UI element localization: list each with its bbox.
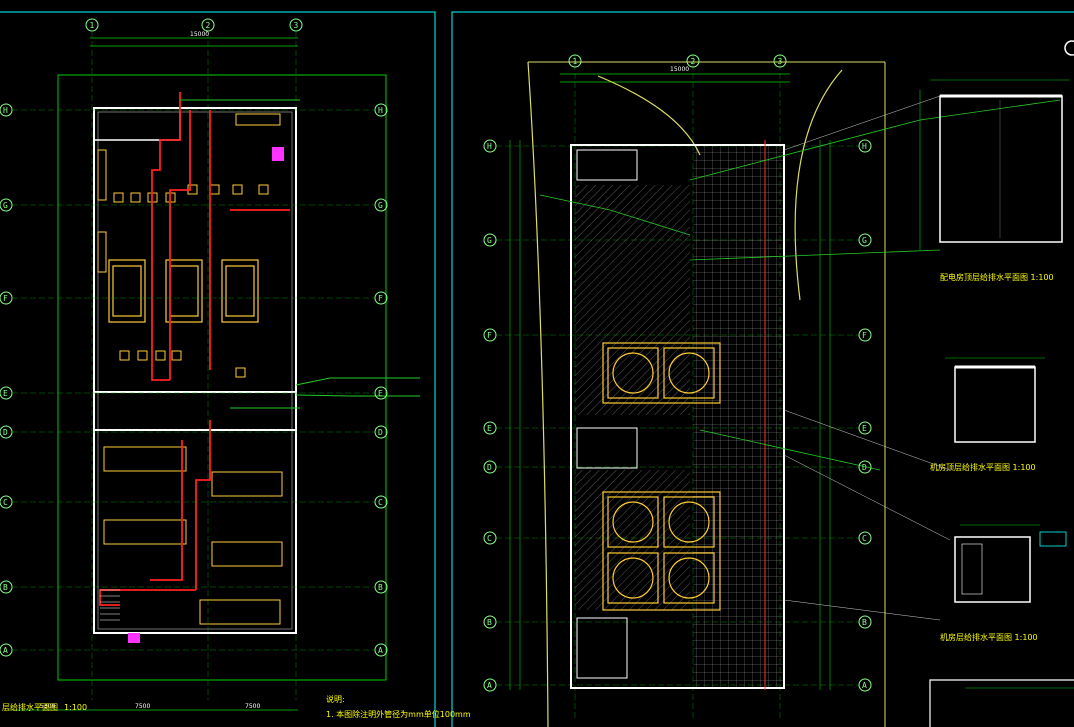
svg-text:A: A <box>862 681 867 690</box>
left-col-label-1: 1 <box>90 21 95 30</box>
svg-text:D: D <box>378 428 383 437</box>
right-leader-lines <box>783 95 951 621</box>
left-magenta-fixture <box>272 147 284 161</box>
right-sheet-frame <box>451 11 1074 727</box>
svg-text:E: E <box>3 389 8 398</box>
svg-text:D: D <box>487 463 492 472</box>
svg-text:A: A <box>487 681 492 690</box>
svg-text:C: C <box>487 534 492 543</box>
svg-text:G: G <box>3 201 8 210</box>
right-row-bubbles: H G F E D C B A H G F E D C B A <box>483 139 872 692</box>
svg-text:C: C <box>3 498 8 507</box>
detail-plan-2 <box>945 357 1045 443</box>
left-top-bubbles: 1 2 3 <box>85 18 303 32</box>
svg-text:B: B <box>487 618 492 627</box>
equipment-tank-top <box>235 113 281 126</box>
svg-text:H: H <box>862 142 867 151</box>
svg-text:E: E <box>378 389 383 398</box>
cooling-fans <box>602 342 721 611</box>
left-bottom-dim-3: 7500 <box>245 703 260 710</box>
svg-text:F: F <box>378 294 383 303</box>
equipment-large-units <box>108 259 259 323</box>
detail-title-1: 配电房顶层给排水平面图 1:100 <box>940 272 1054 282</box>
left-row-grid-lines <box>12 109 375 651</box>
left-magenta-fixture-2 <box>128 633 140 643</box>
right-col-label-1: 1 <box>573 57 578 66</box>
svg-text:B: B <box>862 618 867 627</box>
left-col-label-3: 3 <box>294 21 299 30</box>
svg-text:C: C <box>862 534 867 543</box>
roof-diag-hatch-1 <box>575 185 690 285</box>
detail-plan-3 <box>954 524 1067 603</box>
left-sheet-title: 层给排水平面图 <box>2 702 58 712</box>
cursor-marker <box>1064 40 1074 56</box>
svg-text:H: H <box>487 142 492 151</box>
left-green-pipes <box>180 99 420 409</box>
roof-grid-hatch <box>693 145 784 688</box>
detail-title-2: 机房顶层给排水平面图 1:100 <box>930 462 1036 472</box>
svg-text:B: B <box>3 583 8 592</box>
svg-text:F: F <box>487 331 492 340</box>
right-top-total-dim: 15000 <box>670 66 689 73</box>
left-sheet-scale: 1:100 <box>64 703 87 712</box>
svg-text:H: H <box>378 106 383 115</box>
svg-text:F: F <box>3 294 8 303</box>
right-col-label-2: 2 <box>691 57 696 66</box>
detail-plan-1 <box>919 79 1070 250</box>
left-col-label-2: 2 <box>206 21 211 30</box>
equipment-small-units <box>113 184 269 378</box>
svg-text:G: G <box>487 236 492 245</box>
equipment-column-units <box>97 149 107 273</box>
svg-text:A: A <box>378 646 383 655</box>
left-top-total-dim: 15000 <box>190 31 209 38</box>
left-bottom-dim-2: 7500 <box>135 703 150 710</box>
svg-text:B: B <box>378 583 383 592</box>
detail-title-3: 机房层给排水平面图 1:100 <box>940 632 1038 642</box>
right-top-bubbles: 1 2 3 <box>568 54 787 68</box>
svg-text:A: A <box>3 646 8 655</box>
right-plan <box>496 55 1061 727</box>
svg-text:D: D <box>862 463 867 472</box>
svg-text:G: G <box>862 236 867 245</box>
left-sheet-frame <box>0 11 436 727</box>
svg-text:E: E <box>862 424 867 433</box>
svg-text:H: H <box>3 106 8 115</box>
svg-text:G: G <box>378 201 383 210</box>
left-building-outer-wall <box>93 107 297 634</box>
lower-equipment <box>103 446 283 625</box>
left-bottom-dim-1: 5300 <box>40 703 55 710</box>
left-plan <box>8 32 420 711</box>
right-col-label-3: 3 <box>778 57 783 66</box>
svg-text:F: F <box>862 331 867 340</box>
left-red-pipes <box>99 92 290 606</box>
left-stair <box>100 589 120 621</box>
detail-plan-4-partial <box>929 679 1074 727</box>
left-note-heading: 说明: <box>326 694 345 704</box>
svg-text:D: D <box>3 428 8 437</box>
svg-text:C: C <box>378 498 383 507</box>
svg-text:E: E <box>487 424 492 433</box>
left-building-inner-wall <box>97 111 293 630</box>
left-note-line-1: 1. 本图除注明外管径为mm单位100mm <box>326 709 471 719</box>
